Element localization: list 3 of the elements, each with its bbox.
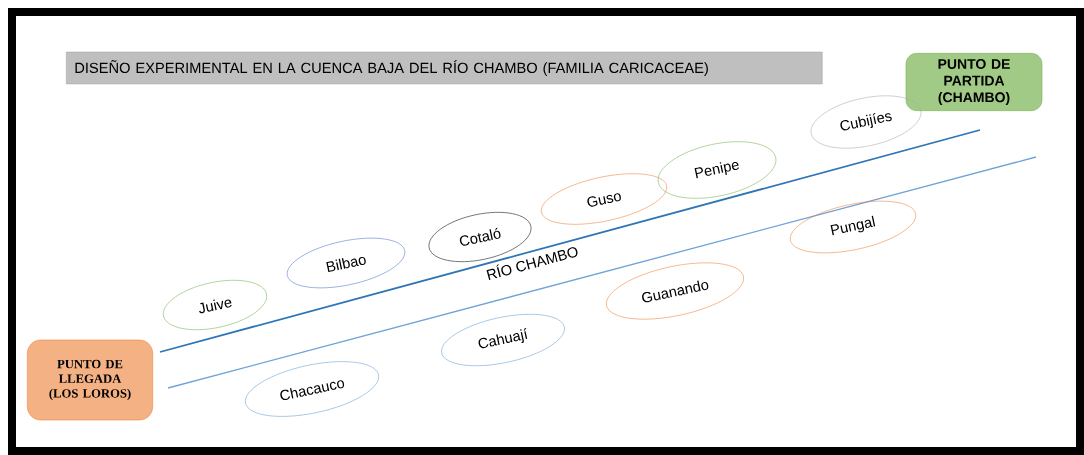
start-box: PUNTO DE PARTIDA (CHAMBO) [905,53,1043,111]
end-box: PUNTO DE LLEGADA (LOS LOROS) [27,339,153,421]
title-band: DISEÑO EXPERIMENTAL EN LA CUENCA BAJA DEL RÍO CHAMBO (FAMILIA CARICACEAE) [66,51,823,85]
